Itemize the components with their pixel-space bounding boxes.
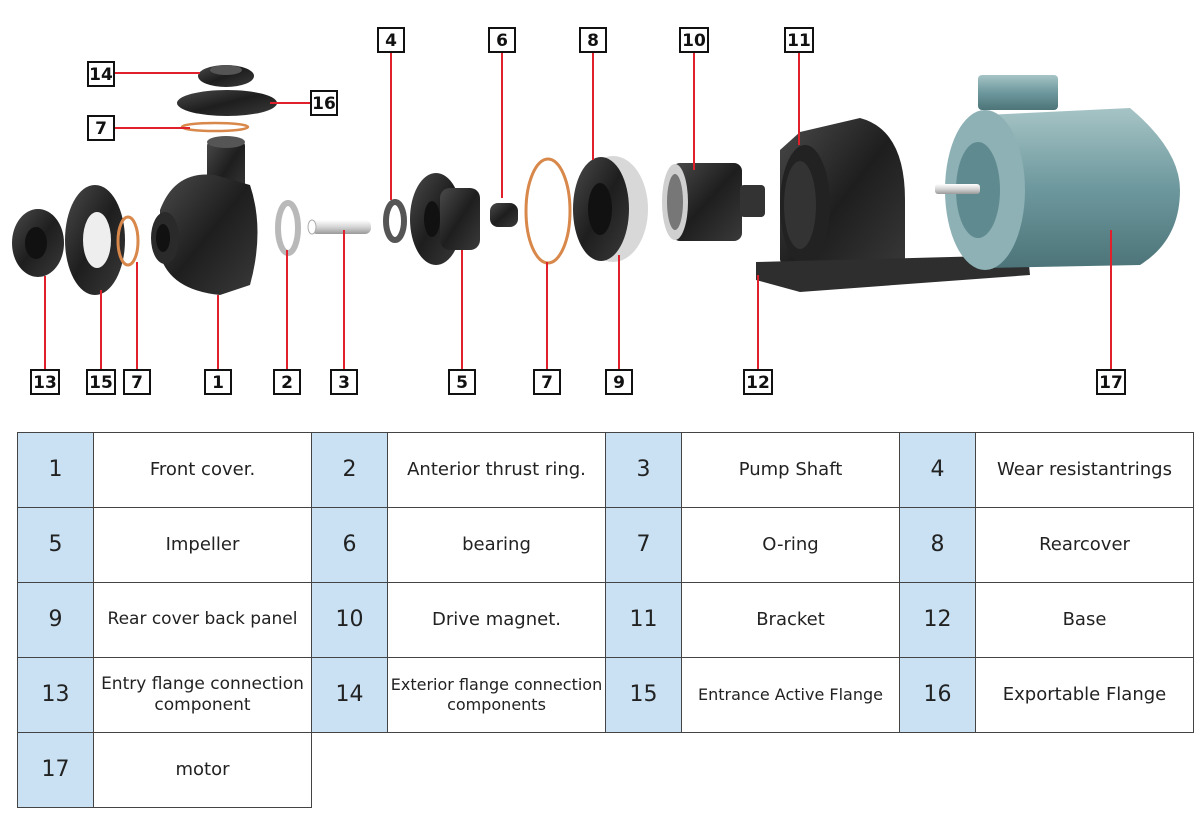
part-number: 15 xyxy=(605,657,682,733)
part-number: 10 xyxy=(311,582,388,658)
table-row: 9 Rear cover back panel 10 Drive magnet.… xyxy=(17,582,1194,658)
part-number: 9 xyxy=(17,582,94,658)
svg-text:15: 15 xyxy=(89,373,113,393)
part-name: Impeller xyxy=(93,507,312,583)
part-7-o-ring-top xyxy=(180,121,250,133)
part-11-bracket xyxy=(780,118,905,282)
callout-10: 10 xyxy=(679,27,709,53)
part-number: 17 xyxy=(17,732,94,808)
part-13-entry-flange-connection xyxy=(12,209,64,277)
leader-lines xyxy=(44,52,1112,370)
part-number: 16 xyxy=(899,657,976,733)
part-number: 12 xyxy=(899,582,976,658)
part-name: Bracket xyxy=(681,582,900,658)
exploded-pump-diagram: 14 7 16 4 6 8 10 11 13 15 7 1 2 3 5 7 9 … xyxy=(12,27,1180,395)
callout-12: 12 xyxy=(743,369,773,395)
table-row: 13 Entry flange connection component 14 … xyxy=(17,657,1194,733)
part-name: Entrance Active Flange xyxy=(681,657,900,733)
svg-text:7: 7 xyxy=(95,119,107,139)
svg-text:12: 12 xyxy=(746,373,770,393)
table-row: 17 motor xyxy=(17,732,1194,808)
svg-text:1: 1 xyxy=(212,373,224,393)
part-5-impeller xyxy=(410,173,480,265)
callout-7-middle: 7 xyxy=(533,369,561,395)
svg-text:5: 5 xyxy=(456,373,468,393)
empty-cell xyxy=(311,732,1194,808)
callout-5: 5 xyxy=(448,369,476,395)
callout-2: 2 xyxy=(273,369,301,395)
callout-14: 14 xyxy=(87,61,115,87)
part-16-exportable-flange xyxy=(177,90,277,116)
part-number: 7 xyxy=(605,507,682,583)
callout-11: 11 xyxy=(784,27,814,53)
part-number: 14 xyxy=(311,657,388,733)
part-3-pump-shaft xyxy=(307,219,371,235)
svg-text:2: 2 xyxy=(281,373,293,393)
part-name: Base xyxy=(975,582,1194,658)
svg-text:4: 4 xyxy=(385,31,397,51)
svg-text:16: 16 xyxy=(312,94,336,114)
svg-text:11: 11 xyxy=(787,31,811,51)
svg-text:10: 10 xyxy=(682,31,706,51)
part-8-rear-cover xyxy=(573,156,648,262)
part-name: Exportable Flange xyxy=(975,657,1194,733)
part-name: motor xyxy=(93,732,312,808)
part-1-front-cover xyxy=(151,136,258,295)
part-7-o-ring-left xyxy=(116,215,140,267)
part-name: Wear resistantrings xyxy=(975,432,1194,508)
callout-16: 16 xyxy=(310,90,338,116)
part-number: 13 xyxy=(17,657,94,733)
table-row: 1 Front cover. 2 Anterior thrust ring. 3… xyxy=(17,432,1194,508)
part-name: Entry flange connection component xyxy=(93,657,312,733)
svg-text:8: 8 xyxy=(587,31,599,51)
svg-text:7: 7 xyxy=(541,373,553,393)
svg-text:17: 17 xyxy=(1099,373,1123,393)
part-number: 1 xyxy=(17,432,94,508)
callout-13: 13 xyxy=(30,369,60,395)
part-name: Rearcover xyxy=(975,507,1194,583)
part-name: Anterior thrust ring. xyxy=(387,432,606,508)
callout-3: 3 xyxy=(330,369,358,395)
callout-1: 1 xyxy=(204,369,232,395)
svg-text:13: 13 xyxy=(33,373,57,393)
part-number: 3 xyxy=(605,432,682,508)
callout-9: 9 xyxy=(605,369,633,395)
svg-text:14: 14 xyxy=(89,65,113,85)
callout-8: 8 xyxy=(579,27,607,53)
callout-17: 17 xyxy=(1096,369,1126,395)
svg-text:9: 9 xyxy=(613,373,625,393)
part-number: 11 xyxy=(605,582,682,658)
part-17-motor xyxy=(935,75,1180,270)
part-name: Front cover. xyxy=(93,432,312,508)
part-number: 4 xyxy=(899,432,976,508)
part-name: Drive magnet. xyxy=(387,582,606,658)
part-number: 6 xyxy=(311,507,388,583)
callout-4: 4 xyxy=(377,27,405,53)
parts-legend-table: 1 Front cover. 2 Anterior thrust ring. 3… xyxy=(17,432,1194,808)
part-number: 2 xyxy=(311,432,388,508)
part-name: Pump Shaft xyxy=(681,432,900,508)
part-12-base xyxy=(756,255,1030,292)
part-name: Exterior flange connection components xyxy=(387,657,606,733)
svg-text:6: 6 xyxy=(496,31,508,51)
callout-6: 6 xyxy=(488,27,516,53)
callout-7-left: 7 xyxy=(123,369,151,395)
part-14-exterior-flange-connection xyxy=(198,65,254,87)
part-6-bearing xyxy=(490,203,518,227)
table-row: 5 Impeller 6 bearing 7 O-ring 8 Rearcove… xyxy=(17,507,1194,583)
callout-7-top: 7 xyxy=(87,115,115,141)
part-name: Rear cover back panel xyxy=(93,582,312,658)
part-name: bearing xyxy=(387,507,606,583)
part-2-anterior-thrust-ring xyxy=(275,200,301,256)
part-10-drive-magnet xyxy=(662,163,765,241)
part-number: 8 xyxy=(899,507,976,583)
svg-text:7: 7 xyxy=(131,373,143,393)
callout-15: 15 xyxy=(86,369,116,395)
part-15-entrance-active-flange xyxy=(65,185,125,295)
part-number: 5 xyxy=(17,507,94,583)
svg-text:3: 3 xyxy=(338,373,350,393)
part-7-o-ring-middle xyxy=(524,157,572,265)
part-4-wear-resistant-ring xyxy=(383,199,407,243)
part-name: O-ring xyxy=(681,507,900,583)
